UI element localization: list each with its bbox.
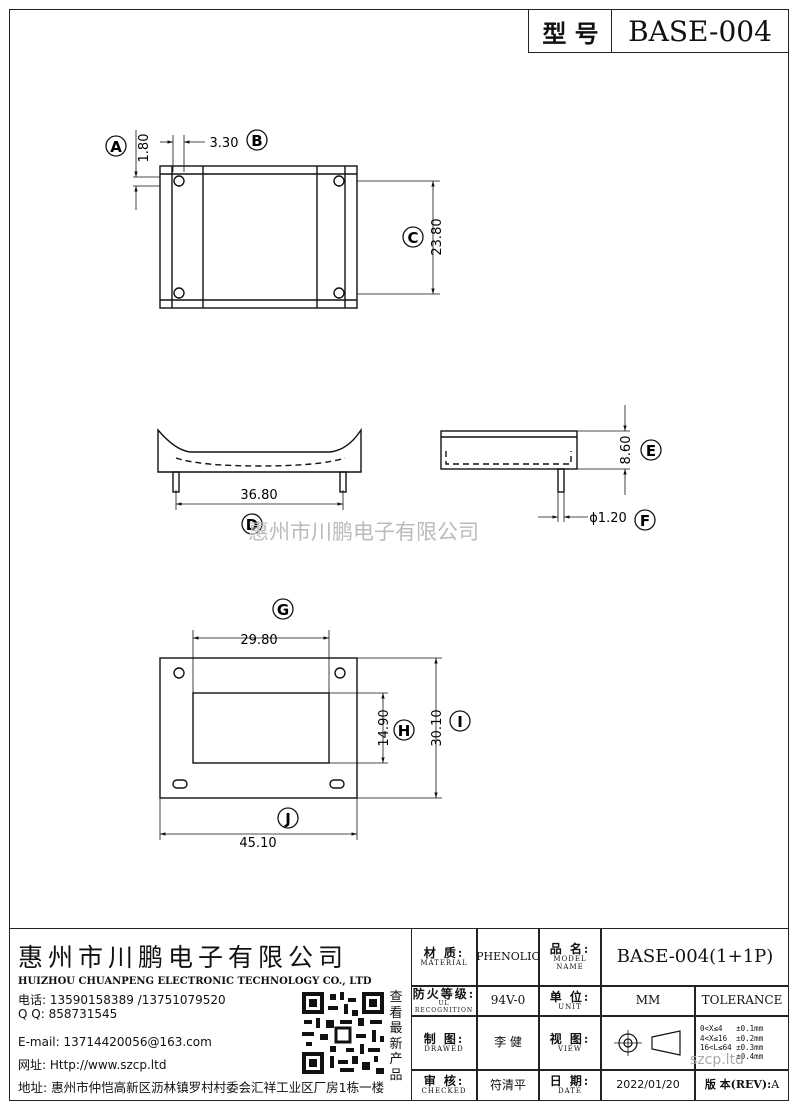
tolerance-table: 0<X≤4 ±0.1mm 4<X≤16 ±0.2mm 16<L≤64 ±0.3m… [695, 1016, 789, 1070]
date-label: 日 期:DATE [539, 1070, 601, 1101]
dim-g-letter: G [277, 601, 289, 619]
dim-c-letter: C [407, 229, 418, 247]
dim-g: G 29.80 [240, 598, 294, 648]
tolerance-row: ±0.4mm [700, 1052, 764, 1062]
dim-j-value: 45.10 [239, 836, 276, 851]
ul-label: 防火等级:UL RECOGNITION [411, 986, 477, 1016]
drawn-value: 李 健 [477, 1016, 539, 1070]
unit-value: MM [601, 986, 695, 1016]
dim-b-value: 3.30 [210, 136, 239, 151]
drawn-label: 制 图:DRAWED [411, 1016, 477, 1070]
company-name-cn: 惠州市川鹏电子有限公司 [18, 943, 349, 972]
dim-h: 14.90 H [377, 709, 415, 747]
revision-cell: 版 本(REV):A [695, 1070, 789, 1101]
dim-j-letter: J [284, 810, 291, 828]
company-address: 地址: 惠州市仲恺高新区沥林镇罗村村委会汇祥工业区厂房1栋一楼 [18, 1080, 385, 1095]
model-value: BASE-004 [611, 9, 789, 53]
date-value: 2022/01/20 [601, 1070, 695, 1101]
dim-j: J 45.10 [239, 807, 299, 851]
view-label: 视 图:VIEW [539, 1016, 601, 1070]
qr-code-icon [300, 990, 386, 1076]
company-qq: Q Q: 858731545 [18, 1007, 118, 1021]
company-email: E-mail: 13714420056@163.com [18, 1035, 212, 1049]
company-name-en: HUIZHOU CHUANPENG ELECTRONIC TECHNOLOGY … [18, 976, 372, 987]
dim-e-letter: E [646, 442, 656, 460]
dim-b-letter: B [251, 132, 262, 150]
dim-a-value: 1.80 [137, 134, 152, 163]
model-name-label: 品 名:MODEL NAME [539, 928, 601, 986]
dim-a-letter: A [110, 138, 122, 156]
qr-caption: 查看最新产品 [389, 990, 403, 1083]
model-name-value: BASE-004(1+1P) [601, 928, 789, 986]
ul-value: 94V-0 [477, 986, 539, 1016]
dim-c: C 23.80 [402, 218, 445, 256]
tolerance-row: 16<L≤64 ±0.3mm [700, 1043, 764, 1052]
company-phone: 电话: 13590158389 /13751079520 [18, 993, 226, 1007]
unit-label: 单 位:UNIT [539, 986, 601, 1016]
watermark-text: 惠州市川鹏电子有限公司 [248, 520, 479, 544]
title-block-divider [9, 928, 789, 929]
revision-label: 版 本(REV): [704, 1078, 772, 1092]
material-value: PHENOLIC [476, 928, 540, 986]
tolerance-row: 0<X≤4 ±0.1mm [700, 1024, 764, 1034]
dim-c-value: 23.80 [430, 218, 445, 255]
dim-f: ϕ1.20 F [589, 509, 656, 531]
dim-e-value: 8.60 [619, 436, 634, 465]
dim-h-letter: H [398, 722, 411, 740]
top-view [133, 130, 440, 309]
revision-value: A [771, 1078, 780, 1092]
site-watermark: szcp.ltd [690, 1052, 744, 1068]
front-view [157, 427, 362, 510]
dim-d-letter: D [246, 516, 258, 534]
dim-i-letter: I [457, 713, 463, 731]
dim-b: B 3.30 [210, 129, 268, 151]
side-view [440, 405, 630, 522]
dim-a: A 1.80 [105, 134, 152, 163]
material-label: 材 质:MATERIAL [411, 928, 477, 986]
bottom-view [159, 630, 442, 840]
drawing-frame [9, 9, 789, 1101]
dim-f-value: ϕ1.20 [589, 511, 627, 526]
projection-symbol-icon [601, 1016, 695, 1070]
checked-value: 符清平 [477, 1070, 539, 1101]
technical-drawing: A 1.80 B 3.30 C 23.80 36.80 D [105, 129, 662, 851]
dim-i: 30.10 I [430, 709, 471, 747]
tolerance-label: TOLERANCE [695, 986, 789, 1016]
company-website[interactable]: 网址: Http://www.szcp.ltd [18, 1058, 167, 1072]
dim-f-letter: F [640, 512, 650, 530]
dim-i-value: 30.10 [430, 709, 445, 746]
dim-h-value: 14.90 [377, 709, 392, 746]
tolerance-row: 4<X≤16 ±0.2mm [700, 1033, 764, 1043]
dim-d-value: 36.80 [240, 488, 277, 503]
model-label: 型 号 [528, 9, 613, 53]
dim-e: 8.60 E [619, 436, 662, 465]
dim-g-value: 29.80 [240, 633, 277, 648]
dim-d: 36.80 D [240, 488, 278, 535]
checked-label: 审 核:CHECKED [411, 1070, 477, 1101]
